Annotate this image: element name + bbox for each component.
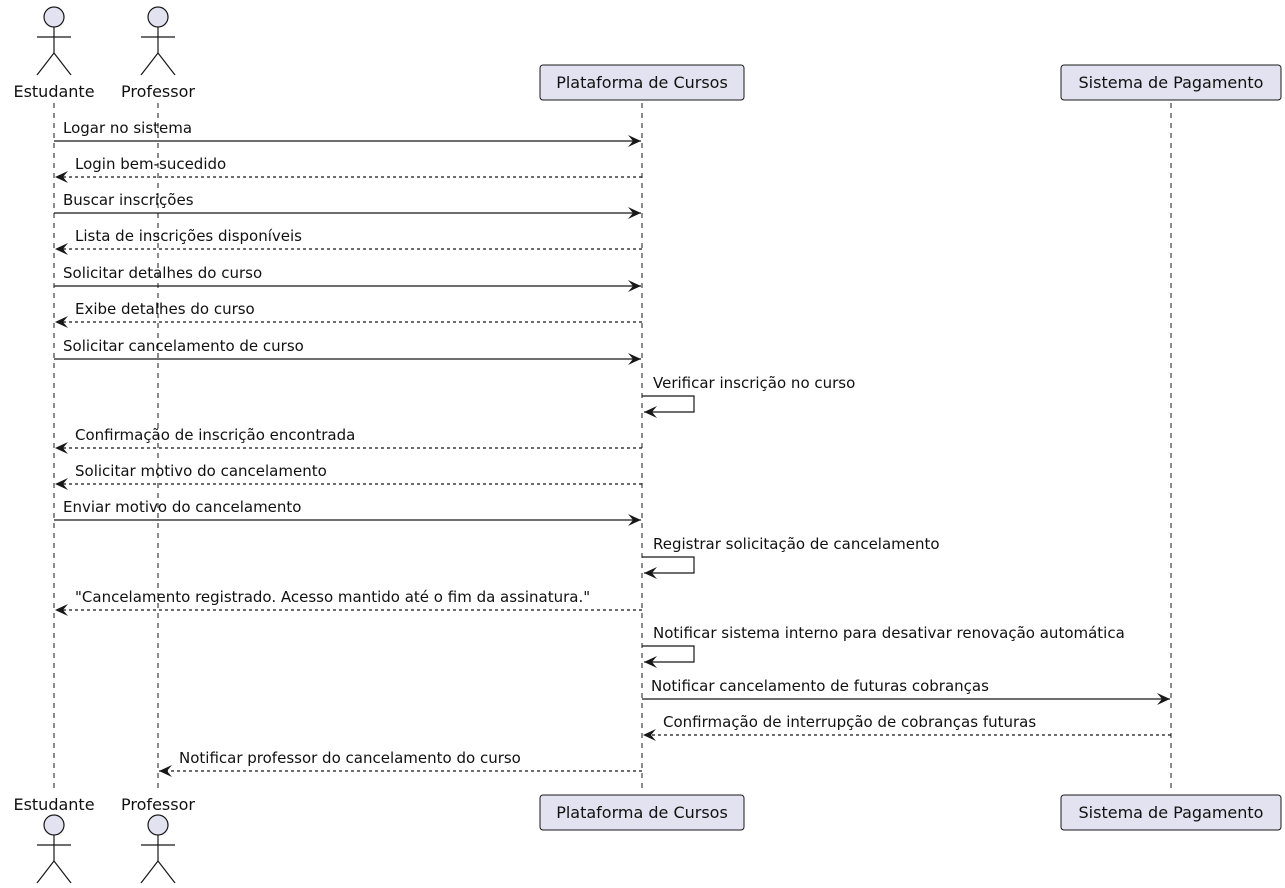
self-message-arrow [642, 395, 695, 418]
participant-label-top-estudante: Estudante [13, 82, 94, 101]
message-label: Enviar motivo do cancelamento [63, 498, 301, 516]
message-label: Solicitar motivo do cancelamento [75, 462, 327, 480]
participant-label-bottom-plataforma: Plataforma de Cursos [556, 803, 728, 822]
message-label: Buscar inscrições [63, 191, 194, 209]
participant-label-top-plataforma: Plataforma de Cursos [556, 73, 728, 92]
message-14: Notificar sistema interno para desativar… [642, 624, 1125, 668]
message-label: Confirmação de interrupção de cobranças … [663, 713, 1036, 731]
message-1: Logar no sistema [54, 119, 641, 147]
participant-label-bottom-pagamento: Sistema de Pagamento [1079, 803, 1264, 822]
message-label: Notificar professor do cancelamento do c… [179, 749, 521, 767]
actor-icon-top-estudante [36, 6, 72, 76]
participant-box-bottom-pagamento: Sistema de Pagamento [1060, 794, 1282, 831]
message-15: Notificar cancelamento de futuras cobran… [642, 677, 1170, 705]
message-label: "Cancelamento registrado. Acesso mantido… [75, 588, 590, 606]
message-10: Solicitar motivo do cancelamento [55, 462, 642, 490]
participant-label-bottom-professor: Professor [121, 795, 195, 814]
message-label: Solicitar detalhes do curso [63, 264, 262, 282]
message-label: Exibe detalhes do curso [75, 300, 255, 318]
actor-icon-top-professor [140, 6, 176, 76]
participant-box-top-plataforma: Plataforma de Cursos [539, 64, 745, 101]
message-17: Notificar professor do cancelamento do c… [159, 749, 642, 777]
message-label: Verificar inscrição no curso [653, 374, 855, 392]
message-4: Lista de inscrições disponíveis [55, 227, 642, 255]
message-9: Confirmação de inscrição encontrada [55, 426, 642, 454]
message-label: Logar no sistema [63, 119, 192, 137]
actor-icon-bottom-professor [140, 814, 176, 884]
participant-label-top-professor: Professor [121, 82, 195, 101]
self-message-arrow [642, 645, 695, 668]
message-label: Registrar solicitação de cancelamento [653, 535, 940, 553]
message-label: Lista de inscrições disponíveis [75, 227, 302, 245]
participant-label-top-pagamento: Sistema de Pagamento [1079, 73, 1264, 92]
message-3: Buscar inscrições [54, 191, 641, 219]
actor-icon-bottom-estudante [36, 814, 72, 884]
message-12: Registrar solicitação de cancelamento [642, 535, 940, 579]
message-7: Solicitar cancelamento de curso [54, 337, 641, 365]
message-16: Confirmação de interrupção de cobranças … [643, 713, 1171, 741]
message-label: Login bem-sucedido [75, 155, 226, 173]
message-5: Solicitar detalhes do curso [54, 264, 641, 292]
message-label: Notificar cancelamento de futuras cobran… [651, 677, 989, 695]
message-label: Confirmação de inscrição encontrada [75, 426, 355, 444]
participant-box-bottom-plataforma: Plataforma de Cursos [539, 794, 745, 831]
message-13: "Cancelamento registrado. Acesso mantido… [55, 588, 642, 616]
message-6: Exibe detalhes do curso [55, 300, 642, 328]
participant-box-top-pagamento: Sistema de Pagamento [1060, 64, 1282, 101]
message-2: Login bem-sucedido [55, 155, 642, 183]
message-label: Solicitar cancelamento de curso [63, 337, 304, 355]
message-label: Notificar sistema interno para desativar… [653, 624, 1125, 642]
self-message-arrow [642, 556, 695, 579]
message-11: Enviar motivo do cancelamento [54, 498, 641, 526]
message-8: Verificar inscrição no curso [642, 374, 855, 418]
participant-label-bottom-estudante: Estudante [13, 795, 94, 814]
